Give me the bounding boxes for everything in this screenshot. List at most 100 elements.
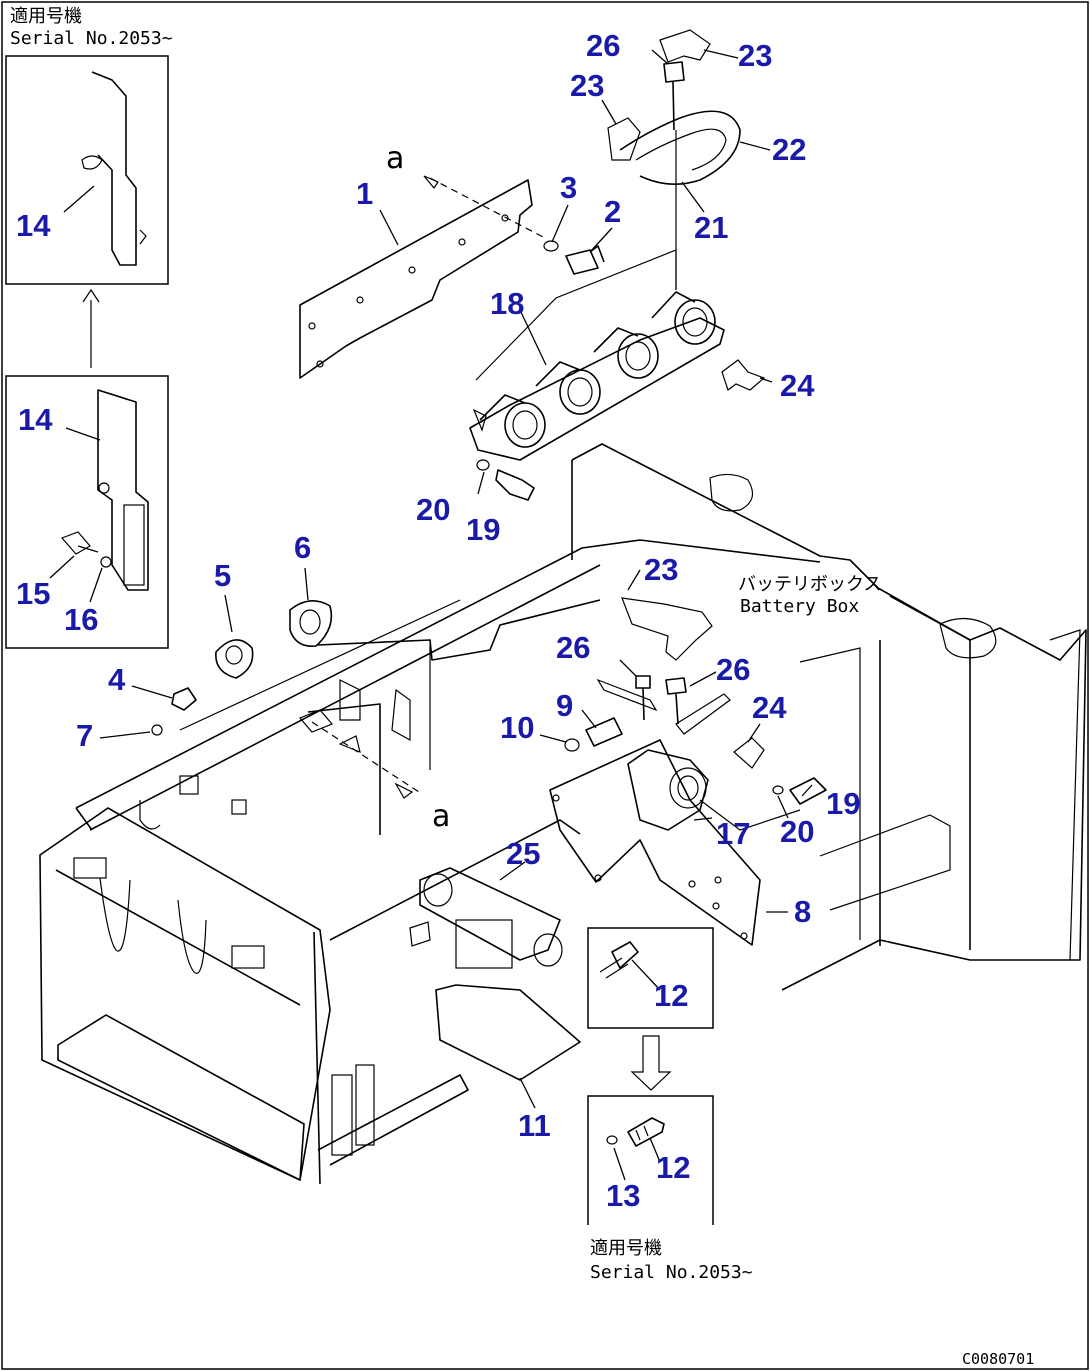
connector-18-a bbox=[472, 394, 546, 448]
cable-clamp-inner bbox=[635, 128, 727, 171]
washer-20-upper bbox=[476, 459, 490, 471]
clip-23-left bbox=[607, 117, 641, 161]
callout-23-upper-left: 23 bbox=[570, 68, 604, 103]
callout-14-top: 14 bbox=[16, 208, 51, 243]
callout-1: 1 bbox=[356, 176, 373, 211]
clip-24-lower bbox=[733, 737, 765, 769]
clip-24-upper bbox=[721, 359, 766, 391]
bolt-12-top bbox=[599, 941, 639, 979]
bolt-26-lower-a bbox=[635, 675, 651, 721]
washer-3 bbox=[543, 240, 559, 252]
bolt-9 bbox=[585, 717, 623, 747]
callout-4: 4 bbox=[108, 662, 126, 697]
callout-7: 7 bbox=[76, 718, 93, 753]
connector-18-d bbox=[651, 291, 716, 345]
callout-26-top: 26 bbox=[586, 28, 620, 63]
callout-15: 15 bbox=[16, 576, 50, 611]
screw-a-upper bbox=[423, 175, 439, 190]
bolt-2 bbox=[565, 245, 605, 275]
bolt-19-upper bbox=[495, 469, 535, 501]
clip-23-top bbox=[659, 29, 711, 63]
strap-26 bbox=[596, 678, 731, 735]
callout-13: 13 bbox=[606, 1178, 640, 1213]
connector-18-b bbox=[535, 361, 601, 415]
mounting-plate-8 bbox=[549, 739, 761, 946]
callout-17: 17 bbox=[716, 816, 750, 851]
callout-24-lower: 24 bbox=[752, 690, 787, 725]
connector-18-c bbox=[593, 327, 659, 379]
callout-6: 6 bbox=[294, 530, 311, 565]
battery-box-label-en: Battery Box bbox=[740, 596, 859, 617]
leader-lines bbox=[49, 49, 813, 1181]
callout-11: 11 bbox=[518, 1108, 551, 1143]
bracket-stub bbox=[298, 709, 361, 753]
callout-23-lower: 23 bbox=[644, 552, 678, 587]
bracket-14-with-bolt bbox=[60, 389, 149, 591]
clip-23-lower bbox=[621, 597, 713, 661]
callout-26-lower-right: 26 bbox=[716, 652, 750, 687]
callout-5: 5 bbox=[214, 558, 231, 593]
down-arrow-icon bbox=[630, 1035, 672, 1091]
washer-7 bbox=[151, 724, 163, 736]
bracket-11 bbox=[435, 984, 581, 1081]
connector-17 bbox=[627, 749, 709, 831]
relay-25 bbox=[409, 867, 563, 969]
callout-18: 18 bbox=[490, 286, 524, 321]
cover-plate bbox=[299, 179, 533, 379]
screw-a-lower bbox=[394, 782, 414, 799]
serial-note-bottom-jp: 適用号機 bbox=[590, 1238, 662, 1259]
bolt-19-lower bbox=[789, 777, 827, 805]
callout-2: 2 bbox=[604, 194, 621, 229]
drawing-code: C0080701 bbox=[962, 1350, 1034, 1368]
cable-clamp-22 bbox=[619, 110, 741, 185]
callout-26-lower-left: 26 bbox=[556, 630, 590, 665]
washer-20-lower bbox=[772, 785, 784, 795]
callout-21: 21 bbox=[694, 210, 728, 245]
inset-box-top-left bbox=[5, 55, 169, 285]
nut-4 bbox=[171, 687, 197, 711]
bolt-26-lower-b bbox=[665, 677, 687, 725]
inset-box-left bbox=[5, 375, 169, 649]
callout-24-upper: 24 bbox=[780, 368, 815, 403]
bolt-12-bottom bbox=[606, 1117, 665, 1147]
callout-14-left: 14 bbox=[18, 402, 53, 437]
callout-10: 10 bbox=[500, 710, 534, 745]
up-arrow-icon bbox=[82, 288, 100, 368]
serial-note-bottom-en: Serial No.2053~ bbox=[590, 1262, 753, 1283]
battery-box bbox=[571, 443, 1087, 991]
callout-12-top: 12 bbox=[654, 978, 688, 1013]
callout-16: 16 bbox=[64, 602, 98, 637]
callout-25: 25 bbox=[506, 836, 540, 871]
grommet-6 bbox=[289, 600, 333, 647]
callout-9: 9 bbox=[556, 688, 573, 723]
callout-20-lower: 20 bbox=[780, 814, 814, 849]
grommet-6-inner bbox=[299, 609, 321, 635]
callout-3: 3 bbox=[560, 170, 577, 205]
inset-box-right-bottom bbox=[587, 1095, 714, 1225]
callout-23-top: 23 bbox=[738, 38, 772, 73]
callout-20-upper: 20 bbox=[416, 492, 450, 527]
callout-8: 8 bbox=[794, 894, 811, 929]
dash-line-a-lower bbox=[311, 721, 423, 795]
inset-box-right-top bbox=[587, 927, 714, 1029]
connector-bracket bbox=[469, 317, 725, 461]
serial-note-top-en: Serial No.2053~ bbox=[10, 28, 173, 49]
callout-12-bottom: 12 bbox=[656, 1150, 690, 1185]
serial-note-top-jp: 適用号機 bbox=[10, 6, 82, 27]
reference-mark-a-upper: a bbox=[386, 141, 404, 176]
frame-body bbox=[39, 539, 821, 1185]
bracket-14-variant bbox=[81, 71, 147, 266]
callout-22: 22 bbox=[772, 132, 806, 167]
callout-19-upper: 19 bbox=[466, 512, 500, 547]
battery-box-label-jp: バッテリボックス bbox=[738, 574, 881, 595]
dash-line-a-upper bbox=[429, 177, 546, 239]
grommet-5 bbox=[215, 639, 254, 679]
washer-10 bbox=[564, 738, 580, 752]
callout-19-lower: 19 bbox=[826, 786, 860, 821]
cable-lower bbox=[699, 799, 801, 831]
grommet-5-inner bbox=[225, 645, 243, 665]
bolt-26-top bbox=[663, 61, 685, 131]
reference-mark-a-lower: a bbox=[432, 799, 450, 834]
